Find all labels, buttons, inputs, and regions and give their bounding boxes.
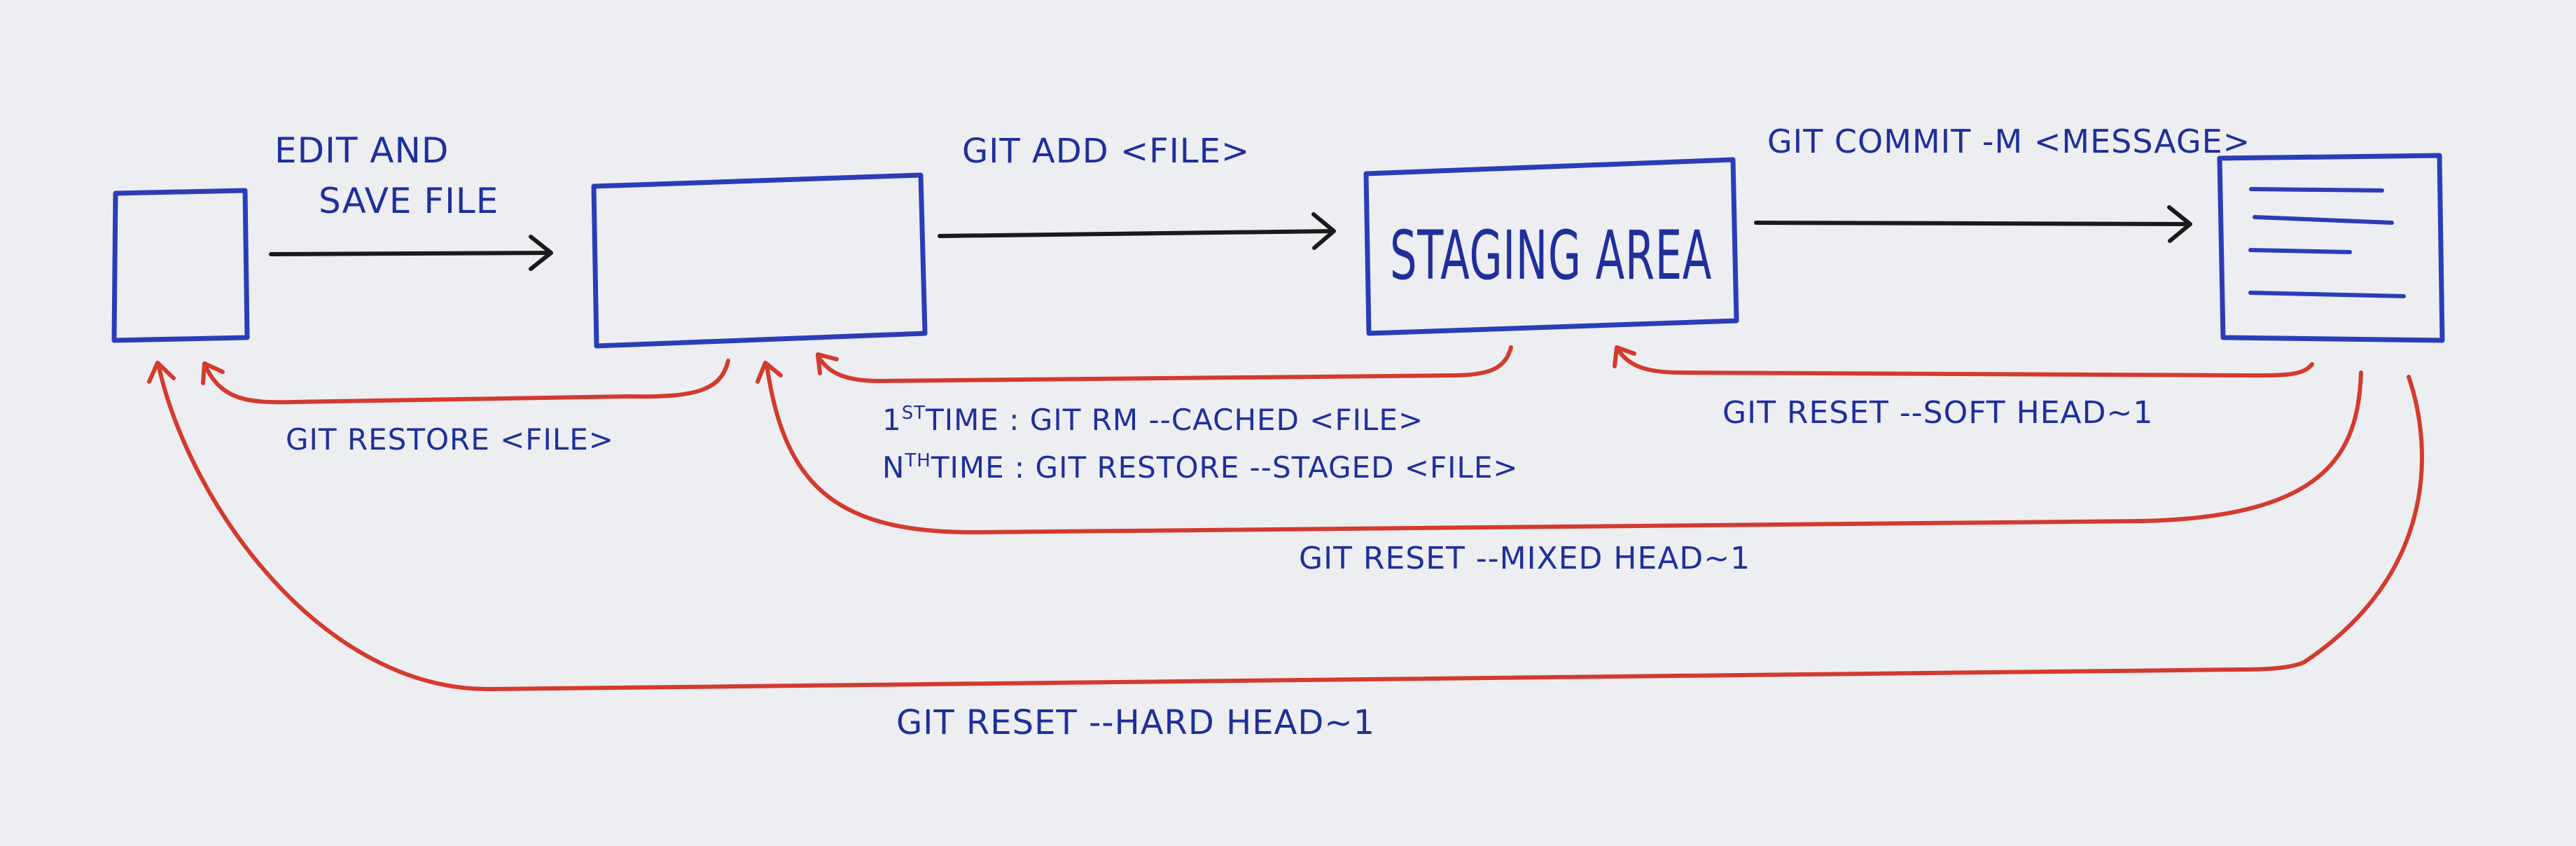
edit-save-label-line1: EDIT AND xyxy=(274,130,449,171)
edit-save-arrowhead xyxy=(529,235,553,271)
staging-area-box xyxy=(1363,157,1739,336)
reset-mixed-arrowhead xyxy=(756,361,783,384)
git-restore-arrowhead xyxy=(201,361,225,385)
forward-arrows xyxy=(269,205,2192,271)
edit-save-arrow xyxy=(269,251,552,256)
working-file-box xyxy=(111,188,250,343)
git-commit-arrow xyxy=(1754,221,2192,226)
edit-save-label-line2: SAVE FILE xyxy=(319,181,499,221)
first-time-sup: ST xyxy=(902,403,926,424)
reset-mixed-arrow xyxy=(765,362,2363,535)
reset-soft-label: GIT RESET --SOFT HEAD~1 xyxy=(1722,395,2153,431)
reset-hard-arrow xyxy=(156,362,2424,692)
reset-hard-label: GIT RESET --HARD HEAD~1 xyxy=(896,703,1375,742)
reset-soft-arrow xyxy=(1615,347,2314,378)
nth-time-prefix: N xyxy=(882,450,905,485)
reset-mixed-label: GIT RESET --MIXED HEAD~1 xyxy=(1299,541,1750,576)
first-time-prefix: 1 xyxy=(882,403,902,437)
git-restore-label: GIT RESTORE <FILE> xyxy=(286,422,614,457)
git-commit-arrowhead xyxy=(2167,205,2192,243)
git-restore-arrow xyxy=(202,359,730,405)
git-add-label: GIT ADD <FILE> xyxy=(962,132,1250,171)
backward-arrows xyxy=(147,345,2424,692)
reset-hard-arrowhead xyxy=(147,361,176,384)
git-add-arrowhead xyxy=(1311,212,1336,250)
repository-box xyxy=(2217,153,2445,343)
nth-time-label: NTHTIME : GIT RESTORE --STAGED <FILE> xyxy=(882,450,1519,485)
unstage-arrowhead xyxy=(816,352,839,375)
git-add-arrow xyxy=(938,229,1335,238)
nth-time-sup: TH xyxy=(904,450,931,471)
first-time-label: 1STTIME : GIT RM --CACHED <FILE> xyxy=(882,403,1423,437)
labels: EDIT AND SAVE FILE GIT ADD <FILE> GIT CO… xyxy=(274,123,2250,742)
git-commit-label: GIT COMMIT -M <MESSAGE> xyxy=(1767,123,2250,160)
boxes xyxy=(111,153,2445,349)
repository-document-lines xyxy=(2248,187,2406,298)
nth-time-text: TIME : GIT RESTORE --STAGED <FILE> xyxy=(931,450,1519,485)
reset-soft-arrowhead xyxy=(1613,345,1636,368)
working-directory-box xyxy=(591,172,928,349)
unstage-arrow xyxy=(816,345,1513,384)
staging-area-label: STAGING AREA xyxy=(1390,216,1712,295)
first-time-text: TIME : GIT RM --CACHED <FILE> xyxy=(925,403,1423,437)
